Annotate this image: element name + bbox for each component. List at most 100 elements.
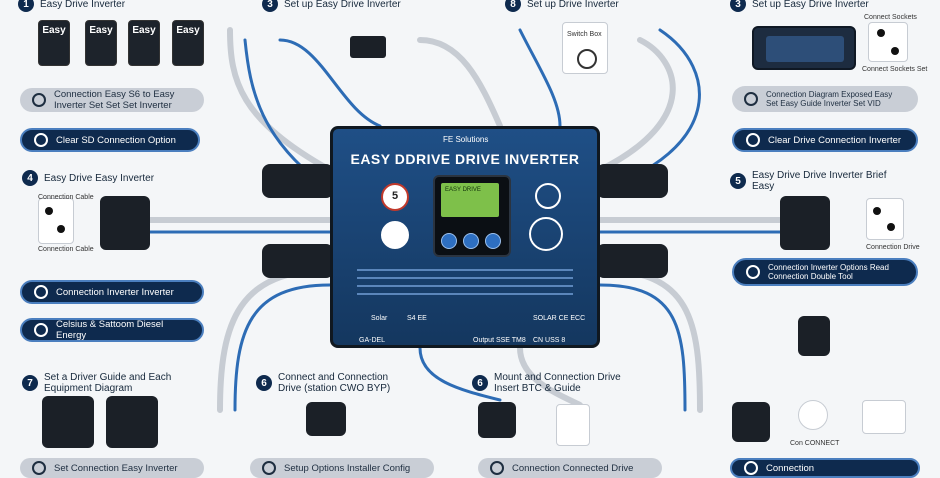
- plug-4: Easy: [172, 20, 204, 66]
- info-icon: [744, 461, 758, 475]
- step-8a: 8 Set up Drive Inverter: [505, 0, 619, 12]
- pill-text: Connection Easy S6 to Easy Inverter Set …: [54, 89, 175, 111]
- inverter-label-mid: S4 EE: [407, 315, 427, 322]
- control-unit: [752, 26, 856, 70]
- step-3b: 3 Set up Easy Drive Inverter: [730, 0, 869, 12]
- info-icon: [744, 92, 758, 106]
- plug-label: Easy: [89, 25, 113, 36]
- switch-box-label: Switch Box: [567, 31, 602, 38]
- pill-text: Setup Options Installer Config: [284, 462, 411, 474]
- step-number: 6: [256, 375, 272, 391]
- power-button[interactable]: [381, 221, 409, 249]
- step-number: 6: [472, 375, 488, 391]
- vent-line: [357, 269, 573, 271]
- step-6a: 6 Connect and Connection Drive (station …: [256, 372, 406, 394]
- step-text: Mount and Connection Drive Insert BTC & …: [494, 372, 621, 394]
- bottom-left-box-2: [106, 396, 158, 448]
- step-5: 5 Easy Drive Drive Inverter Brief Easy: [730, 170, 910, 192]
- pill-text: Clear Drive Connection Inverter: [768, 134, 902, 146]
- vent-line: [357, 277, 573, 279]
- lcd-text: EASY DRIVE: [445, 187, 481, 193]
- info-icon: [34, 323, 48, 337]
- socket-hole-icon: [57, 225, 65, 233]
- step-text: Set up Easy Drive Inverter: [752, 0, 869, 10]
- step-number: 3: [262, 0, 278, 12]
- dial-knob[interactable]: 5: [381, 183, 409, 211]
- bottom-right-socket: [862, 400, 906, 434]
- step-text: Connect and Connection Drive (station CW…: [278, 372, 391, 394]
- info-pill-10: Connection Connected Drive: [478, 458, 662, 478]
- plug-label: Easy: [176, 25, 200, 36]
- step-4: 4 Easy Drive Easy Inverter: [22, 170, 154, 186]
- info-pill-1: Connection Easy S6 to Easy Inverter Set …: [20, 88, 204, 112]
- left-top-label: Connection Cable: [38, 194, 94, 201]
- info-pill-6: Clear Drive Connection Inverter: [732, 128, 918, 152]
- control-unit-panel: [766, 36, 844, 62]
- step-text: Set up Drive Inverter: [527, 0, 619, 10]
- connector-left-top: [262, 164, 334, 198]
- lcd-screen: EASY DRIVE: [441, 183, 499, 217]
- step-6b: 6 Mount and Connection Drive Insert BTC …: [472, 372, 632, 394]
- plug-label: Easy: [42, 25, 66, 36]
- inverter-label-right-3: CN USS 8: [533, 337, 566, 344]
- inverter-label-right: SOLAR CE ECC: [533, 315, 586, 322]
- step-text: Set up Easy Drive Inverter: [284, 0, 401, 10]
- info-pill-8: Set Connection Easy Inverter: [20, 458, 204, 478]
- socket-hole-icon: [877, 29, 885, 37]
- right-socket: [866, 198, 904, 240]
- inverter-unit: FE Solutions EASY DDRIVE DRIVE INVERTER …: [330, 126, 600, 348]
- pill-text: Set Connection Easy Inverter: [54, 462, 178, 474]
- inverter-label-left: Solar: [371, 315, 388, 322]
- pill-text: Connection Inverter Inverter: [56, 286, 174, 298]
- inverter-display: EASY DRIVE: [433, 175, 511, 257]
- info-pill-3: Connection Inverter Inverter: [20, 280, 204, 304]
- connector-plug-icon: [350, 36, 386, 58]
- power-adapter: [798, 316, 830, 356]
- info-pill-9: Setup Options Installer Config: [250, 458, 434, 478]
- info-pill-2: Clear SD Connection Option: [20, 128, 200, 152]
- connector-right-bottom: [596, 244, 668, 278]
- vent-line: [357, 293, 573, 295]
- connector-left-bottom: [262, 244, 334, 278]
- info-icon: [32, 461, 46, 475]
- info-icon: [34, 285, 48, 299]
- info-icon: [490, 461, 504, 475]
- step-text: Easy Drive Inverter: [40, 0, 126, 10]
- step-number: 5: [730, 173, 746, 189]
- step-text: Easy Drive Easy Inverter: [44, 172, 155, 184]
- bottom-meter-2: [556, 404, 590, 446]
- step-1: 1 Easy Drive Inverter: [18, 0, 125, 12]
- pill-text: Connection Connected Drive: [512, 462, 634, 474]
- knob-icon: [577, 49, 597, 69]
- info-icon: [262, 461, 276, 475]
- indicator-icon: [535, 183, 561, 209]
- left-bottom-label: Connection Cable: [38, 246, 94, 253]
- display-button-2[interactable]: [463, 233, 479, 249]
- right-mid-label: Connection Drive: [866, 244, 920, 251]
- info-icon: [34, 133, 48, 147]
- info-icon: [746, 265, 760, 279]
- bottom-adapter: [306, 402, 346, 436]
- fan-icon: [529, 217, 563, 251]
- bottom-right-round: [798, 400, 828, 430]
- socket-hole-icon: [891, 47, 899, 55]
- right-top-label: Connect Sockets: [864, 14, 917, 21]
- plug-2: Easy: [85, 20, 117, 66]
- socket-outlet: [868, 22, 908, 62]
- pill-text: Connection Inverter Options Read Connect…: [768, 263, 889, 281]
- step-text: Easy Drive Drive Inverter Brief Easy: [752, 170, 887, 192]
- inverter-label-model: GA-DEL: [359, 337, 386, 344]
- display-button-1[interactable]: [441, 233, 457, 249]
- socket-hole-icon: [873, 207, 881, 215]
- display-button-3[interactable]: [485, 233, 501, 249]
- step-text: Set a Driver Guide and Each Equipment Di…: [44, 372, 172, 394]
- step-number: 7: [22, 375, 38, 391]
- right-bottom-label: Con CONNECT: [790, 440, 840, 447]
- step-number: 8: [505, 0, 521, 12]
- socket-hole-icon: [45, 207, 53, 215]
- info-icon: [32, 93, 46, 107]
- step-number: 3: [730, 0, 746, 12]
- pill-text: Celsius & Sattoom Diesel Energy: [56, 319, 164, 341]
- step-number: 4: [22, 170, 38, 186]
- right-top-label-2: Connect Sockets Set: [862, 66, 928, 73]
